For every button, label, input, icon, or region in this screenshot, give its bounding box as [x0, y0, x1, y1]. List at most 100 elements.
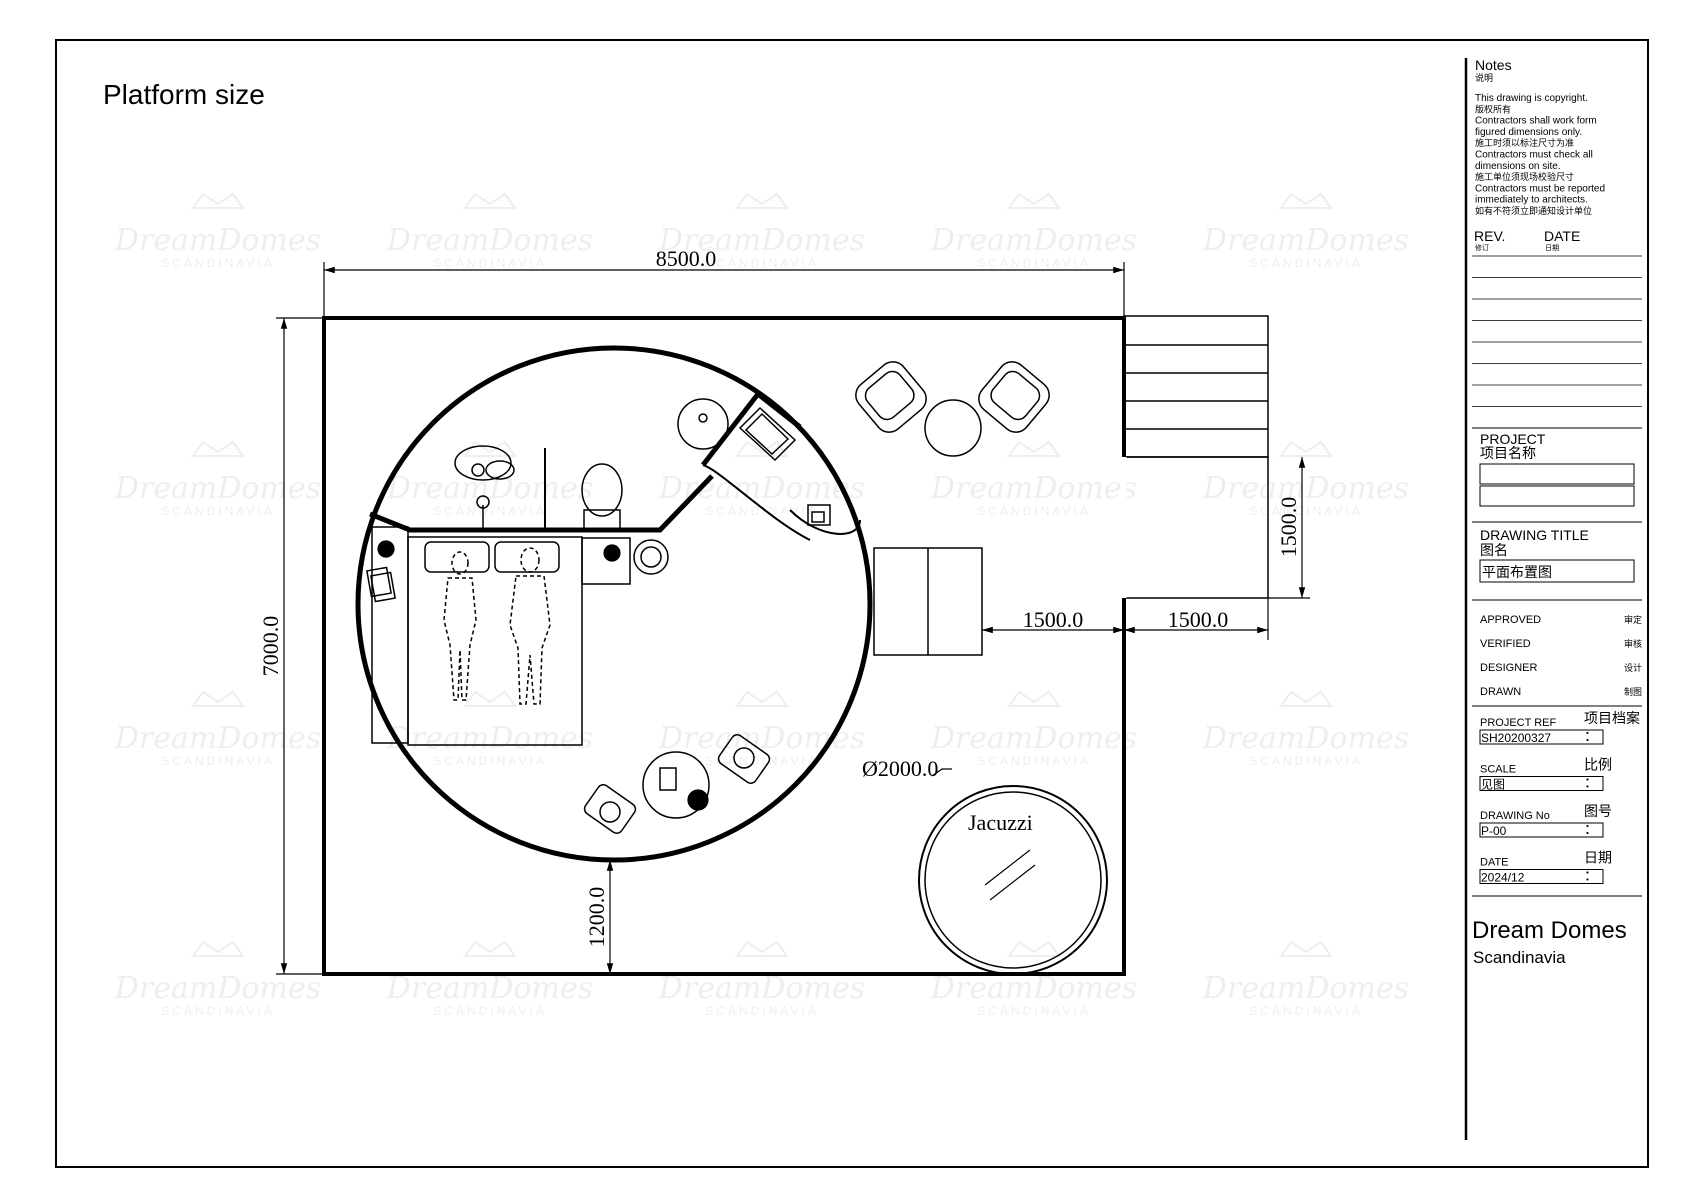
approval-label-cn: 审定	[1624, 614, 1642, 626]
approval-label: DESIGNER	[1480, 662, 1538, 674]
watermark-main: DreamDomes	[1202, 721, 1409, 756]
watermark-crown-icon	[1279, 192, 1333, 209]
watermark-main: DreamDomes	[1202, 223, 1409, 258]
watermark-main: DreamDomes	[114, 471, 321, 506]
field-value: P-00	[1481, 824, 1507, 838]
field-box	[1479, 869, 1604, 884]
field-label: PROJECT REF	[1480, 717, 1556, 729]
approval-label-cn: 审核	[1624, 638, 1642, 650]
dimension-bottom-gap: 1200.0	[584, 887, 609, 948]
watermark-crown-icon	[191, 940, 245, 957]
watermark-crown-icon	[463, 192, 517, 209]
watermark-sub: SCANDINAVIA	[705, 1004, 818, 1018]
watermark-main: DreamDomes	[658, 971, 865, 1006]
watermark-main: DreamDomes	[114, 971, 321, 1006]
field-label-cn: 项目档案	[1584, 710, 1640, 727]
watermark-main: DreamDomes	[114, 721, 321, 756]
project-label-cn: 项目名称	[1480, 446, 1536, 462]
watermark-sub: SCANDINAVIA	[977, 256, 1090, 270]
watermark-sub: SCANDINAVIA	[1249, 504, 1362, 518]
dimension-jacuzzi-diameter: Ø2000.0	[862, 756, 938, 781]
watermark-crown-icon	[1007, 192, 1061, 209]
brand-name: Dream Domes	[1472, 917, 1627, 944]
watermark-main: DreamDomes	[930, 223, 1137, 258]
watermark-main: DreamDomes	[930, 971, 1137, 1006]
lamp-icon	[633, 539, 669, 575]
title-block: Notes 说明 This drawing is copyright.版权所有C…	[1464, 57, 1642, 1140]
plant-icon	[377, 540, 709, 811]
watermark-sub: SCANDINAVIA	[977, 754, 1090, 768]
watermark-crown-icon	[191, 440, 245, 457]
approval-label-cn: 设计	[1624, 662, 1642, 674]
watermark-sub: SCANDINAVIA	[433, 504, 546, 518]
watermark-sub: SCANDINAVIA	[161, 1004, 274, 1018]
drawing-title-label: DRAWING TITLE	[1480, 527, 1589, 543]
field-label-cn: 日期	[1584, 851, 1612, 867]
notes-title: Notes	[1475, 57, 1512, 73]
watermark-crown-icon	[463, 440, 517, 457]
drawing-title-field	[1479, 559, 1635, 583]
dimension-gap-right: 1500.0	[1023, 607, 1084, 632]
note-line: 版权所有	[1475, 103, 1511, 115]
note-line: dimensions on site.	[1475, 161, 1561, 172]
watermark-main: DreamDomes	[1202, 471, 1409, 506]
deck-stairs	[1123, 315, 1269, 599]
watermark-crown-icon	[1279, 440, 1333, 457]
note-line: Contractors must be reported	[1475, 183, 1605, 194]
watermark-crown-icon	[191, 690, 245, 707]
note-line: 施工时须以标注尺寸为准	[1475, 137, 1574, 149]
notes-list: This drawing is copyright.版权所有Contractor…	[1475, 93, 1605, 217]
jacuzzi-label: Jacuzzi	[968, 810, 1033, 835]
project-label: PROJECT	[1480, 431, 1546, 447]
field-value: 见图	[1481, 778, 1505, 792]
watermark-crown-icon	[463, 690, 517, 707]
notes-title-cn: 说明	[1475, 72, 1493, 84]
field-label: DATE	[1480, 857, 1509, 869]
watermark-sub: SCANDINAVIA	[433, 1004, 546, 1018]
watermark-sub: SCANDINAVIA	[1249, 1004, 1362, 1018]
tv-icon	[738, 406, 797, 462]
lounge-chairs-icon	[855, 361, 1050, 457]
date-label-cn: 日期	[1545, 244, 1559, 252]
dimension-deck-width: 1500.0	[1168, 607, 1229, 632]
watermark-sub: SCANDINAVIA	[705, 504, 818, 518]
note-line: Contractors shall work form	[1475, 116, 1597, 127]
revision-rows	[1472, 255, 1642, 429]
note-line: This drawing is copyright.	[1475, 93, 1588, 104]
field-box	[1479, 776, 1604, 791]
approval-label: VERIFIED	[1480, 638, 1531, 650]
field-colon: ：	[1584, 869, 1598, 885]
field-label-cn: 图号	[1584, 804, 1612, 820]
dining-table-icon	[583, 734, 771, 834]
watermark-sub: SCANDINAVIA	[977, 1004, 1090, 1018]
dimension-height: 7000.0	[258, 616, 283, 677]
note-line: figured dimensions only.	[1475, 127, 1582, 138]
note-line: Contractors must check all	[1475, 150, 1593, 161]
bed-icon	[407, 536, 583, 746]
field-value: 2024/12	[1481, 871, 1525, 885]
watermark-main: DreamDomes	[1202, 971, 1409, 1006]
approval-label: DRAWN	[1480, 686, 1521, 698]
brand-subtitle: Scandinavia	[1473, 948, 1566, 967]
field-colon: ：	[1584, 776, 1598, 792]
drawing-title-label-cn: 图名	[1480, 543, 1508, 559]
field-label: SCALE	[1480, 764, 1516, 776]
watermark-sub: SCANDINAVIA	[1249, 754, 1362, 768]
watermark-crown-icon	[1279, 690, 1333, 707]
watermark-main: DreamDomes	[386, 721, 593, 756]
book-icon	[366, 566, 396, 603]
platform-outline	[322, 316, 1126, 976]
watermark-crown-icon	[1007, 440, 1061, 457]
